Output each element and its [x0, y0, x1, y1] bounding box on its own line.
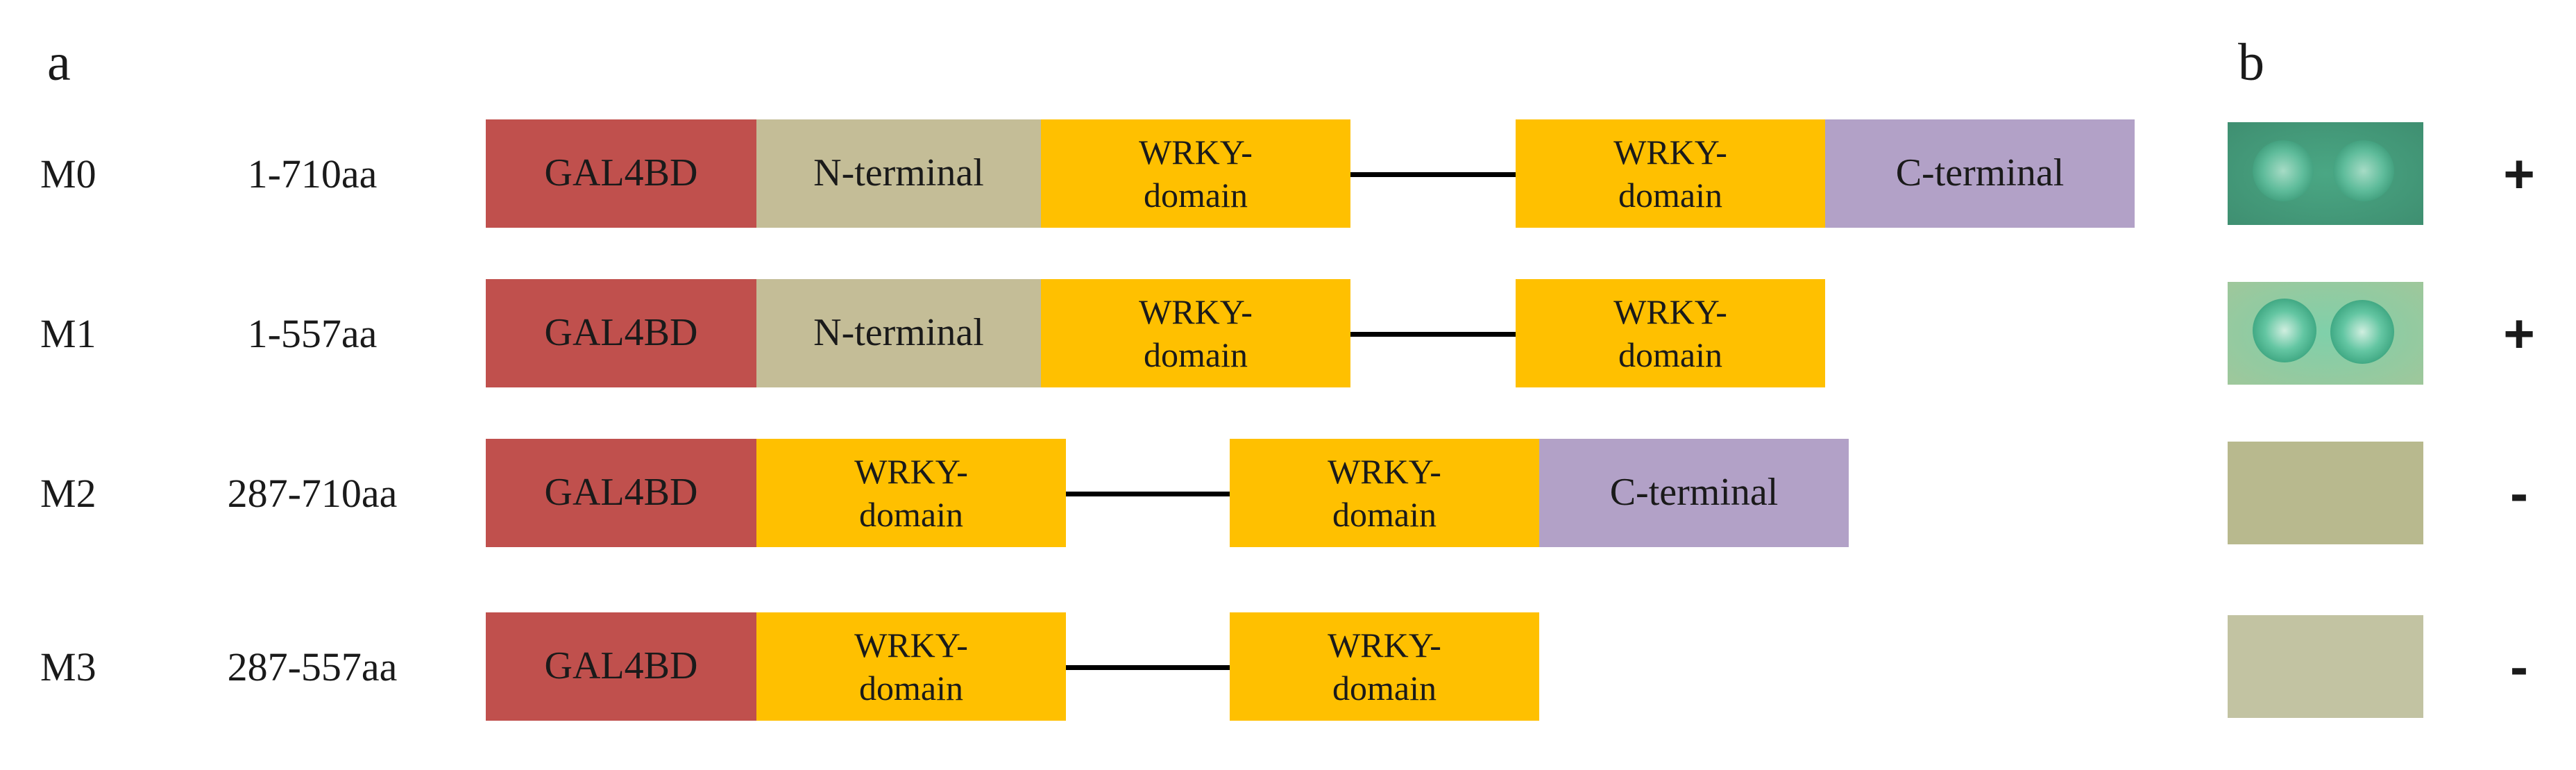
construct-row-m1: M1 1-557aa GAL4BD N-terminal WRKY- domai…	[0, 279, 2576, 387]
wrky-domain-2: WRKY- domain	[1230, 439, 1539, 547]
wrky-domain-1: WRKY- domain	[1041, 279, 1350, 387]
gal4bd-domain: GAL4BD	[486, 279, 756, 387]
gal4bd-domain: GAL4BD	[486, 612, 756, 721]
linker-line	[1066, 665, 1230, 670]
wrky-domain-1: WRKY- domain	[1041, 119, 1350, 228]
construct-name: M0	[40, 151, 96, 196]
panel-label-b: b	[2238, 33, 2264, 92]
gal4bd-domain: GAL4BD	[486, 439, 756, 547]
wrky-domain-1: WRKY- domain	[756, 612, 1066, 721]
construct-row-m2: M2 287-710aa GAL4BD WRKY- domain WRKY- d…	[0, 439, 2576, 547]
wrky-domain-1: WRKY- domain	[756, 439, 1066, 547]
construct-name: M3	[40, 644, 96, 689]
n-terminal-domain: N-terminal	[756, 119, 1041, 228]
yeast-growth-photo-negative	[2228, 615, 2477, 718]
result-sign: +	[2503, 302, 2535, 364]
colony-spot	[2330, 300, 2394, 364]
yeast-growth-photo-positive	[2228, 282, 2477, 385]
result-sign: +	[2503, 142, 2535, 204]
yeast-growth-photo-negative	[2228, 442, 2477, 544]
n-terminal-domain: N-terminal	[756, 279, 1041, 387]
linker-line	[1066, 492, 1230, 496]
yeast-growth-photo-positive	[2228, 122, 2477, 225]
construct-range: 287-557aa	[227, 644, 398, 689]
linker-line	[1350, 332, 1516, 337]
construct-range: 1-557aa	[247, 310, 378, 356]
result-sign: -	[2510, 462, 2528, 524]
colony-spot	[2253, 140, 2314, 201]
colony-spot	[2333, 140, 2394, 201]
colony-spot	[2253, 299, 2316, 362]
construct-range: 287-710aa	[227, 470, 398, 516]
construct-name: M2	[40, 470, 96, 516]
construct-row-m3: M3 287-557aa GAL4BD WRKY- domain WRKY- d…	[0, 612, 2576, 721]
construct-row-m0: M0 1-710aa GAL4BD N-terminal WRKY- domai…	[0, 119, 2576, 228]
linker-line	[1350, 172, 1516, 177]
c-terminal-domain: C-terminal	[1825, 119, 2135, 228]
construct-name: M1	[40, 310, 96, 356]
gal4bd-domain: GAL4BD	[486, 119, 756, 228]
wrky-domain-2: WRKY- domain	[1516, 119, 1825, 228]
panel-label-a: a	[47, 33, 71, 92]
wrky-domain-2: WRKY- domain	[1516, 279, 1825, 387]
construct-range: 1-710aa	[247, 151, 378, 196]
c-terminal-domain: C-terminal	[1539, 439, 1849, 547]
wrky-domain-2: WRKY- domain	[1230, 612, 1539, 721]
result-sign: -	[2510, 635, 2528, 697]
